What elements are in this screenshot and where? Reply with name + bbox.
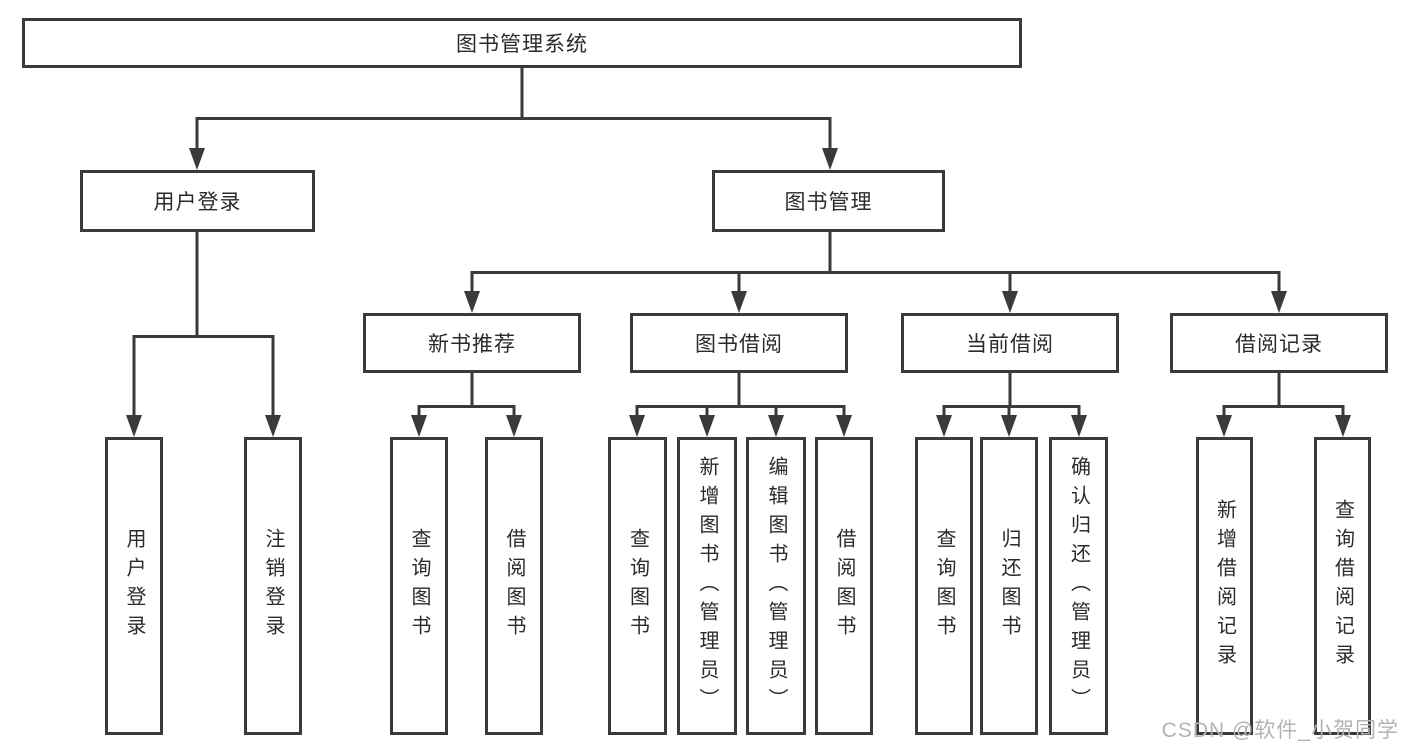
leaf-user-login-label: 用户登录 bbox=[123, 528, 145, 644]
node-root: 图书管理系统 bbox=[22, 18, 1022, 68]
arrow-down-icon bbox=[506, 415, 522, 437]
connector-root-trunk bbox=[195, 68, 832, 150]
leaf-edit-books-admin-label: 编辑图书（管理员） bbox=[765, 455, 787, 717]
connector-borrow-record-group bbox=[1222, 373, 1345, 417]
leaf-confirm-return-admin: 确认归还（管理员） bbox=[1049, 437, 1108, 735]
leaf-edit-books-admin: 编辑图书（管理员） bbox=[746, 437, 806, 735]
arrow-down-icon bbox=[1002, 291, 1018, 313]
node-new-book-recommend: 新书推荐 bbox=[363, 313, 581, 373]
arrow-down-icon bbox=[265, 415, 281, 437]
leaf-add-borrow-record: 新增借阅记录 bbox=[1196, 437, 1253, 735]
arrow-down-icon bbox=[731, 291, 747, 313]
connector-current-borrow-group bbox=[942, 373, 1081, 417]
leaf-return-books-label: 归还图书 bbox=[998, 528, 1020, 644]
leaf-add-books-admin: 新增图书（管理员） bbox=[677, 437, 737, 735]
node-borrow-record: 借阅记录 bbox=[1170, 313, 1388, 373]
node-book-borrow-label: 图书借阅 bbox=[695, 333, 783, 356]
arrow-down-icon bbox=[1071, 415, 1087, 437]
leaf-query-borrow-record-label: 查询借阅记录 bbox=[1331, 499, 1354, 673]
node-new-book-recommend-label: 新书推荐 bbox=[428, 333, 516, 356]
node-book-borrow: 图书借阅 bbox=[630, 313, 848, 373]
leaf-query-books-3: 查询图书 bbox=[915, 437, 973, 735]
leaf-query-books-2: 查询图书 bbox=[608, 437, 667, 735]
arrow-down-icon bbox=[464, 291, 480, 313]
leaf-logout: 注销登录 bbox=[244, 437, 302, 735]
arrow-down-icon bbox=[1271, 291, 1287, 313]
arrow-down-icon bbox=[1001, 415, 1017, 437]
node-user-login-label: 用户登录 bbox=[153, 191, 242, 214]
leaf-query-books-1: 查询图书 bbox=[390, 437, 448, 735]
node-book-management-label: 图书管理 bbox=[784, 191, 873, 214]
arrow-down-icon bbox=[822, 148, 838, 170]
arrow-down-icon bbox=[1216, 415, 1232, 437]
arrow-down-icon bbox=[699, 415, 715, 437]
leaf-query-borrow-record: 查询借阅记录 bbox=[1314, 437, 1371, 735]
connector-book-mgmt-branch bbox=[470, 232, 1281, 293]
connector-new-book-group bbox=[417, 373, 516, 417]
node-current-borrow-label: 当前借阅 bbox=[966, 333, 1054, 356]
arrow-down-icon bbox=[1335, 415, 1351, 437]
leaf-borrow-books-1: 借阅图书 bbox=[485, 437, 543, 735]
leaf-return-books: 归还图书 bbox=[980, 437, 1038, 735]
leaf-borrow-books-2: 借阅图书 bbox=[815, 437, 873, 735]
node-user-login: 用户登录 bbox=[80, 170, 315, 232]
leaf-borrow-books-2-label: 借阅图书 bbox=[833, 528, 855, 644]
leaf-query-books-1-label: 查询图书 bbox=[408, 528, 430, 644]
arrow-down-icon bbox=[126, 415, 142, 437]
arrow-down-icon bbox=[189, 148, 205, 170]
connector-book-borrow-group bbox=[635, 373, 846, 417]
leaf-add-books-admin-label: 新增图书（管理员） bbox=[696, 455, 718, 717]
arrow-down-icon bbox=[836, 415, 852, 437]
connector-user-login-branch bbox=[132, 232, 275, 417]
node-current-borrow: 当前借阅 bbox=[901, 313, 1119, 373]
arrow-down-icon bbox=[936, 415, 952, 437]
leaf-confirm-return-admin-label: 确认归还（管理员） bbox=[1067, 455, 1090, 717]
leaf-add-borrow-record-label: 新增借阅记录 bbox=[1213, 499, 1236, 673]
node-book-management: 图书管理 bbox=[712, 170, 945, 232]
arrow-down-icon bbox=[768, 415, 784, 437]
leaf-user-login: 用户登录 bbox=[105, 437, 163, 735]
leaf-borrow-books-1-label: 借阅图书 bbox=[503, 528, 525, 644]
node-root-label: 图书管理系统 bbox=[456, 33, 588, 56]
node-borrow-record-label: 借阅记录 bbox=[1235, 333, 1323, 356]
arrow-down-icon bbox=[411, 415, 427, 437]
leaf-logout-label: 注销登录 bbox=[262, 528, 284, 644]
leaf-query-books-2-label: 查询图书 bbox=[626, 528, 649, 644]
leaf-query-books-3-label: 查询图书 bbox=[933, 528, 955, 644]
arrow-down-icon bbox=[629, 415, 645, 437]
csdn-watermark: CSDN @软件_小贺同学 bbox=[1161, 719, 1399, 742]
